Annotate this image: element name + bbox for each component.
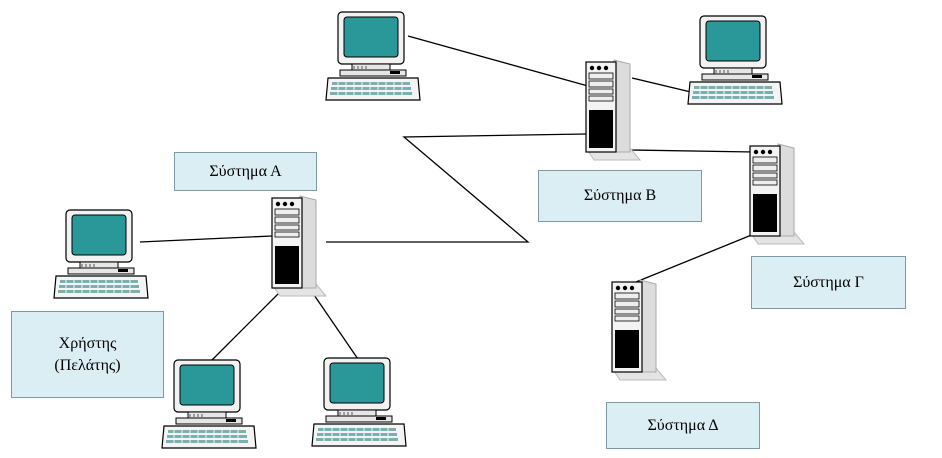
link-system-a-to-pc-bottom-left (209, 291, 281, 363)
user-client-label: Χρήστης (Πελάτης) (11, 311, 164, 398)
link-system-a-to-system-b (326, 133, 587, 243)
link-system-b-to-system-g (629, 149, 755, 153)
tower-server-icon (611, 279, 667, 381)
system-d-label: Σύστημα Δ (606, 402, 760, 449)
system-b-label: Σύστημα Β (538, 170, 702, 222)
link-pc-left-to-system-a (139, 235, 273, 243)
system-g-label: Σύστημα Γ (751, 256, 906, 309)
link-pc-top-to-system-b (407, 35, 589, 87)
desktop-computer-icon (687, 15, 783, 105)
tower-server-icon (585, 59, 641, 161)
tower-server-icon (749, 143, 805, 245)
link-system-a-to-pc-bottom-right (311, 291, 361, 363)
system-a-label: Σύστημα Α (174, 152, 317, 191)
connection-lines (139, 35, 755, 363)
desktop-computer-icon (53, 209, 149, 299)
desktop-computer-icon (311, 357, 407, 447)
desktop-computer-icon (161, 359, 257, 449)
tower-server-icon (271, 195, 327, 297)
desktop-computer-icon (325, 11, 421, 101)
link-system-g-to-system-d (635, 233, 755, 283)
